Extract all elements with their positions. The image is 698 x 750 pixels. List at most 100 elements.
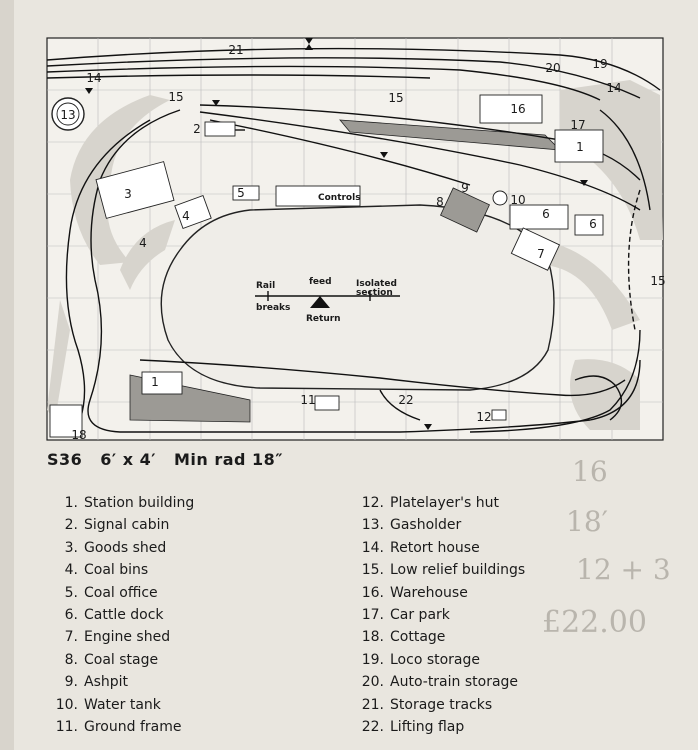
legend-label: Coal bins	[84, 562, 149, 579]
legend-label: Platelayer's hut	[390, 495, 499, 511]
legend-item: 20.Auto-train storage	[352, 671, 525, 693]
station-building-bottom	[141, 371, 183, 395]
legend-number: 16.	[361, 584, 384, 601]
legend-number: 2.	[64, 517, 78, 534]
legend-number: 8.	[64, 651, 78, 668]
legend-item: 21. Storage tracks	[352, 694, 525, 716]
plan-number-label: 10	[510, 193, 525, 207]
legend-item: 17. Car park	[352, 604, 525, 626]
feed-label: feed	[309, 277, 332, 287]
legend-item: 19.Loco storage	[352, 649, 525, 671]
legend-number: 21.	[361, 696, 384, 713]
handwritten-note-2: 18′	[566, 505, 608, 538]
legend-label: Ground frame	[84, 719, 182, 736]
legend-item: 9. Ashpit	[46, 671, 194, 693]
legend-number: 14.	[361, 539, 384, 556]
cattle-dock	[509, 204, 569, 230]
plan-number-label: 15	[650, 274, 665, 288]
legend-number: 19.	[361, 651, 384, 668]
plan-number-label: 7	[537, 247, 545, 261]
legend-label: Warehouse	[390, 584, 468, 601]
plan-number-label: 18	[71, 428, 86, 442]
handwritten-note-3: 12 + 3	[576, 553, 671, 586]
legend-item: 13. Gasholder	[352, 514, 525, 536]
legend-number: 6.	[64, 607, 78, 624]
plan-number-label: 8	[436, 195, 444, 209]
plan-number-label: 6	[589, 217, 597, 231]
plan-number-label: 12	[476, 410, 491, 424]
coal-office	[232, 185, 260, 201]
legend-label: Goods shed	[84, 539, 167, 556]
controls-box	[275, 185, 361, 207]
legend-item: 18.Cottage	[352, 626, 525, 648]
plan-code: S36	[47, 450, 83, 469]
plan-number-label: 15	[388, 91, 403, 105]
legend-label: Ashpit	[84, 674, 129, 691]
plan-caption: S36 6′ x 4′ Min rad 18″	[47, 450, 283, 469]
legend-label: Coal stage	[84, 651, 159, 668]
plan-number-label: 20	[545, 61, 560, 75]
rail-breaks-label-2: breaks	[256, 303, 290, 313]
plan-number-label: 22	[398, 393, 413, 407]
legend-label: Coal office	[84, 584, 158, 601]
legend-item: 22.Lifting flap	[352, 716, 525, 738]
legend-item: 8. Coal stage	[46, 649, 194, 671]
legend-item: 3. Goods shed	[46, 537, 194, 559]
legend-number: 4.	[64, 562, 78, 579]
legend-label: Engine shed	[84, 629, 171, 646]
legend-number: 3.	[64, 539, 78, 556]
legend-number: 10.	[55, 696, 78, 713]
legend-label: Signal cabin	[84, 517, 170, 534]
coal-bins	[174, 195, 212, 229]
plan-number-label: 1	[576, 140, 584, 154]
legend-number: 15.	[361, 562, 384, 579]
isolated-label-2: section	[356, 288, 393, 298]
legend-number: 20.	[361, 674, 384, 691]
controls-label: Controls	[318, 193, 361, 203]
plan-number-label: 19	[592, 57, 607, 71]
legend-label: Gasholder	[390, 517, 462, 534]
legend-item: 11.Ground frame	[46, 716, 194, 738]
legend-label: Low relief buildings	[390, 562, 526, 579]
legend-column-2: 12.Platelayer's hut 13. Gasholder 14. Retort…	[352, 492, 526, 738]
feed-return-symbol	[310, 296, 330, 308]
plan-number-label: 17	[570, 118, 585, 132]
legend-item: 6. Cattle dock	[46, 604, 194, 626]
plan-number-label: 4	[139, 236, 147, 250]
plan-number-label: 16	[510, 102, 525, 116]
legend-number: 5.	[64, 584, 78, 601]
plan-number-label: 5	[237, 186, 245, 200]
legend-label: Retort house	[390, 539, 480, 556]
legend-number: 7.	[64, 629, 78, 646]
legend-number: 17.	[361, 607, 384, 624]
legend-number: 9.	[64, 674, 78, 691]
station-building-top	[554, 129, 604, 163]
legend-number: 13.	[361, 517, 384, 534]
plan-number-label: 14	[86, 71, 101, 85]
ground-frame	[314, 395, 340, 411]
legend-item: 5. Coal office	[46, 582, 194, 604]
plan-number-label: 11	[300, 393, 315, 407]
warehouse	[479, 94, 543, 124]
legend-label: Cattle dock	[84, 607, 164, 624]
legend-label: Water tank	[84, 696, 161, 713]
legend-label: Storage tracks	[390, 696, 493, 713]
legend-item: 12.Platelayer's hut	[352, 492, 525, 514]
engine-shed	[510, 227, 561, 271]
legend-number: 1.	[64, 495, 78, 511]
legend-item: 10. Water tank	[46, 694, 194, 716]
rail-breaks-label-1: Rail	[256, 281, 275, 291]
plan-number-label: 4	[182, 209, 190, 223]
plan-number-label: 14	[606, 81, 621, 95]
legend-item: 4. Coal bins	[46, 559, 194, 581]
legend-item: 15. Low relief buildings	[352, 559, 526, 581]
handwritten-note-4: £22.00	[542, 605, 647, 640]
legend-column-1: 1. Station building 2. Signal cabin 3. Goods …	[46, 492, 195, 738]
legend-item: 16. Warehouse	[352, 582, 525, 604]
handwritten-note-1: 16	[572, 455, 608, 488]
signal-cabin	[204, 121, 236, 137]
legend-label: Station building	[84, 495, 195, 511]
platelayers-hut	[491, 409, 507, 421]
goods-shed	[95, 161, 175, 219]
legend-label: Car park	[390, 607, 450, 624]
